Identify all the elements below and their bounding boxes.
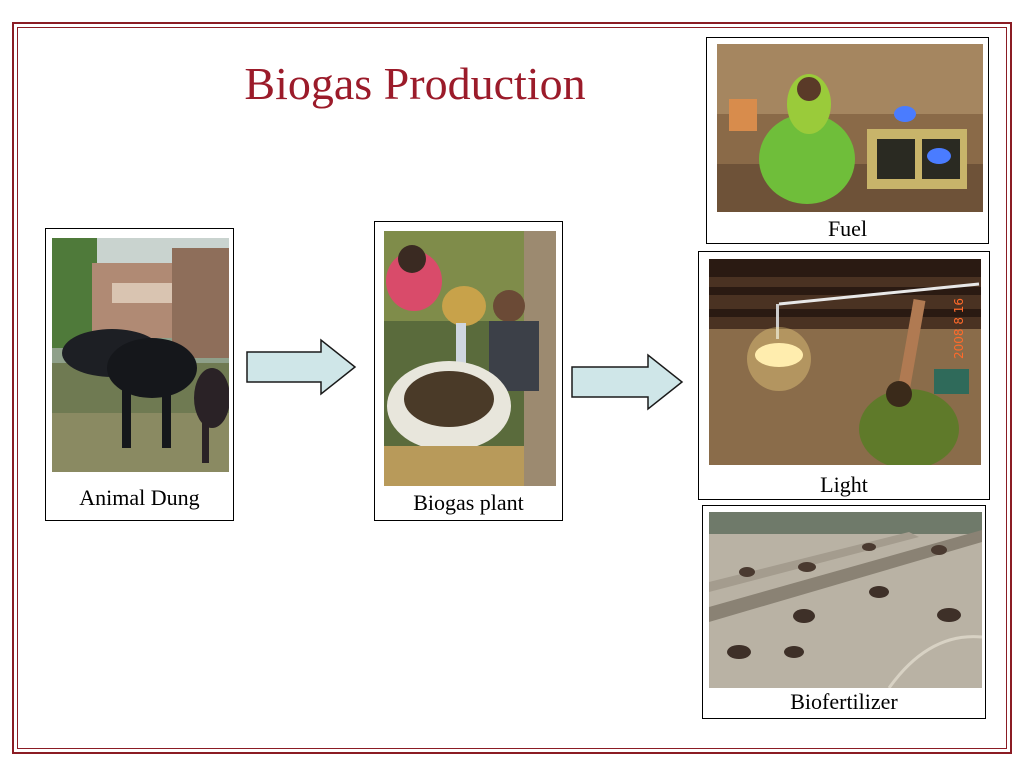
fuel-caption: Fuel (827, 216, 868, 241)
light-photo: 2008 8 16 (709, 259, 981, 465)
arrow-plant-to-products (570, 353, 684, 411)
arrow-shape (246, 338, 357, 396)
slide-frame-inner (17, 27, 1007, 749)
fuel-card: Fuel (706, 37, 989, 244)
biofertilizer-card: Biofertilizer (702, 505, 986, 719)
biofertilizer-caption: Biofertilizer (790, 689, 898, 714)
biogas-plant-card: Biogas plant (374, 221, 563, 521)
animal-dung-photo (52, 238, 229, 472)
arrow-shape (571, 353, 684, 411)
animal-dung-card: Animal Dung (45, 228, 234, 521)
fuel-photo (717, 44, 983, 212)
biogas-plant-caption: Biogas plant (413, 490, 524, 515)
arrow-dung-to-plant (245, 338, 357, 396)
light-card: 2008 8 16 Light (698, 251, 990, 500)
biofertilizer-photo (709, 512, 982, 688)
slide-frame-outer (12, 22, 1012, 754)
slide-title: Biogas Production (244, 58, 586, 109)
light-caption: Light (820, 472, 868, 497)
biogas-plant-photo (384, 231, 556, 486)
animal-dung-caption: Animal Dung (79, 485, 200, 510)
photo-date-stamp: 2008 8 16 (952, 298, 966, 359)
